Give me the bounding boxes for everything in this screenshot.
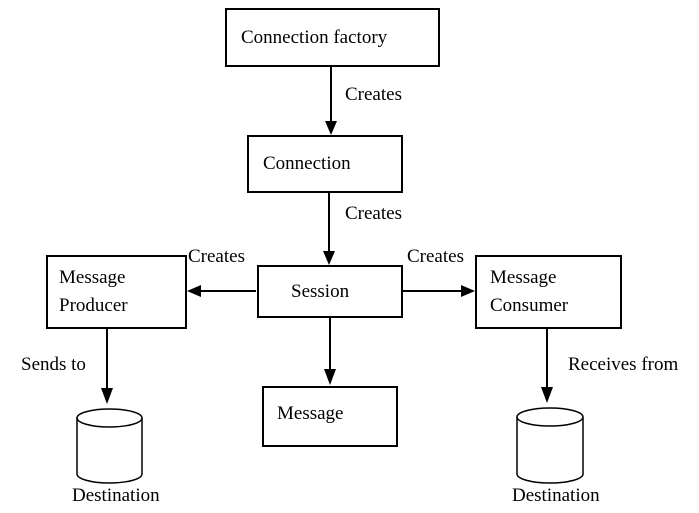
node-session-label: Session [291, 280, 350, 302]
node-session: Session [257, 265, 403, 318]
node-message-label: Message [277, 402, 344, 424]
edge-label-sends-to: Sends to [21, 354, 86, 375]
destination-left-label: Destination [72, 485, 160, 506]
node-message-producer: Message Producer [46, 255, 187, 329]
destination-cylinder-left [76, 408, 143, 484]
edge-label-creates-factory-to-connection: Creates [345, 84, 402, 105]
edge-label-creates-session-to-consumer: Creates [407, 246, 464, 267]
edge-label-creates-connection-to-session: Creates [345, 203, 402, 224]
edge-label-receives-from: Receives from [568, 354, 679, 375]
node-connection: Connection [247, 135, 403, 193]
arrow-producer-to-destination [101, 329, 113, 404]
node-message-consumer: Message Consumer [475, 255, 622, 329]
node-message: Message [262, 386, 398, 447]
node-message-producer-label-line2: Producer [59, 295, 128, 316]
arrow-consumer-to-destination [541, 329, 553, 403]
node-message-consumer-label-line2: Consumer [490, 295, 569, 316]
node-connection-factory-label: Connection factory [241, 26, 388, 48]
arrow-factory-to-connection [325, 67, 337, 135]
destination-right-label: Destination [512, 485, 600, 506]
node-message-producer-label-line1: Message [59, 267, 126, 288]
arrow-session-to-message [324, 318, 336, 385]
arrow-connection-to-session [323, 193, 335, 265]
node-connection-factory: Connection factory [225, 8, 440, 67]
arrow-session-to-consumer [403, 285, 475, 297]
arrow-session-to-producer [187, 285, 256, 297]
destination-cylinder-right [516, 407, 584, 484]
edge-label-creates-session-to-producer: Creates [188, 246, 245, 267]
node-connection-label: Connection [263, 153, 351, 174]
node-message-consumer-label-line1: Message [490, 267, 557, 288]
